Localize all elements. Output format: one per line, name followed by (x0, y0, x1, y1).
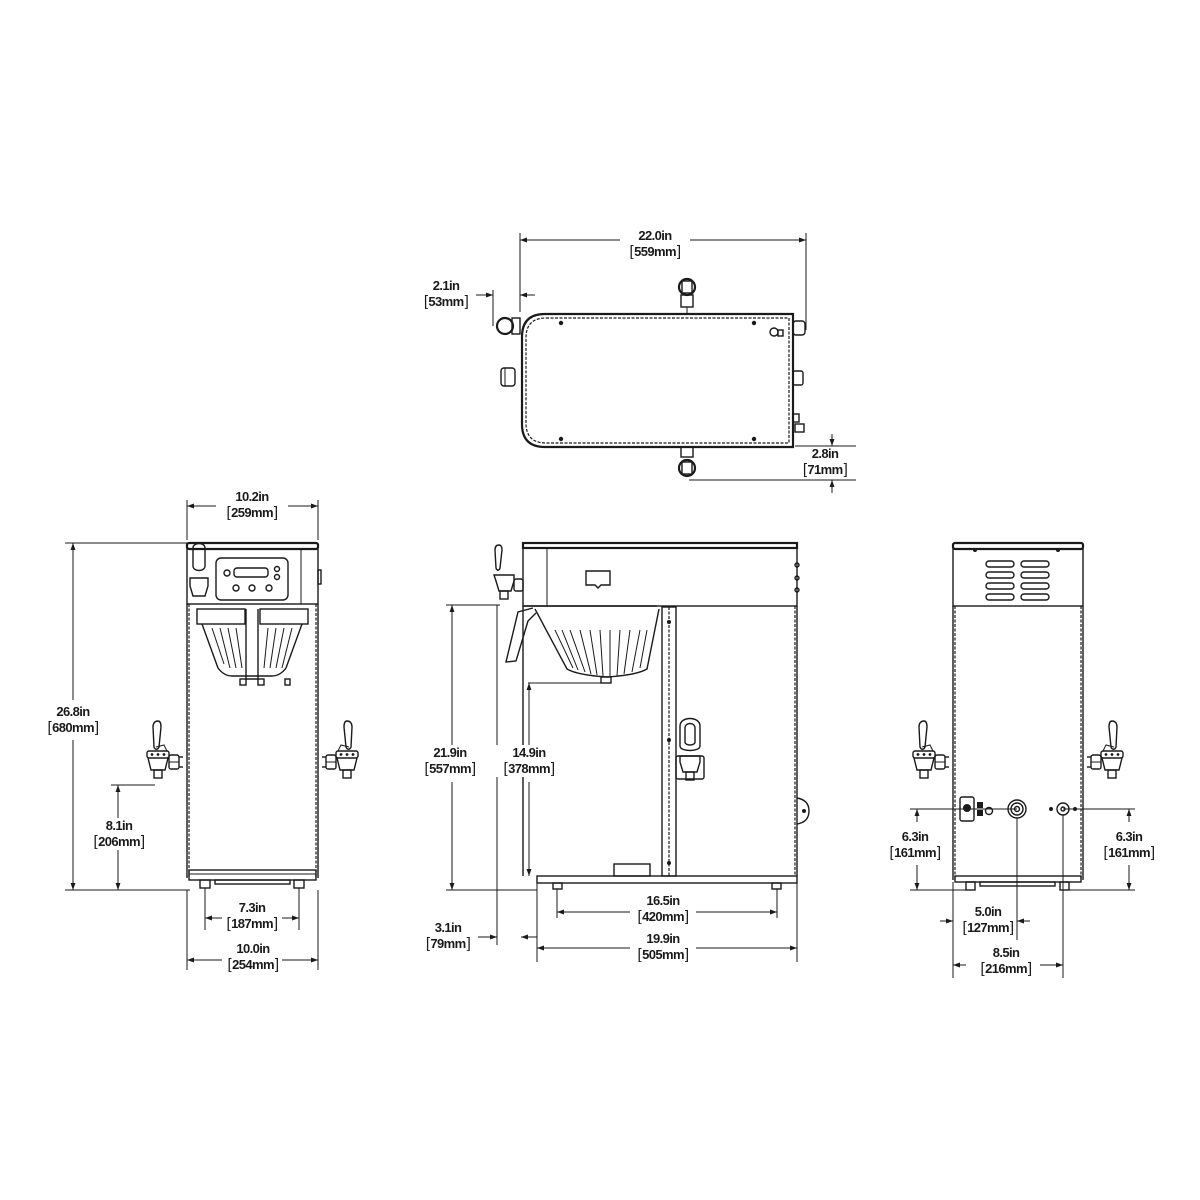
front-leg-spacing-label: 7.3in187mm (220, 900, 284, 932)
rear-outlet-offset-label: 8.5in216mm (972, 945, 1040, 977)
top-width-label: 22.0in559mm (620, 228, 690, 260)
side-funnel-clearance-label: 14.9in378mm (494, 745, 564, 777)
rear-inlet-offset-label: 5.0in127mm (955, 904, 1021, 936)
side-front-overhang-label: 3.1in79mm (418, 920, 478, 952)
rear-left-connection-label: 6.3in161mm (880, 829, 950, 861)
rear-view (910, 541, 1135, 978)
rear-right-connection-label: 6.3in161mm (1094, 829, 1164, 861)
side-overall-depth-label: 19.9in505mm (629, 931, 697, 963)
front-faucet-height-label: 8.1in206mm (87, 818, 151, 850)
top-faucet-offset-label: 2.8in71mm (790, 446, 860, 478)
side-view (446, 541, 810, 962)
front-overall-height-label: 26.8in680mm (38, 704, 108, 736)
side-leg-spacing-label: 16.5in420mm (629, 893, 697, 925)
side-sprayhead-height-label: 21.9in557mm (417, 745, 483, 777)
front-top-width-label: 10.2in259mm (216, 489, 288, 521)
front-base-width-label: 10.0in254mm (220, 941, 286, 973)
front-view (65, 500, 359, 970)
top-view (473, 233, 856, 493)
top-left-offset-label: 2.1in53mm (416, 278, 476, 310)
